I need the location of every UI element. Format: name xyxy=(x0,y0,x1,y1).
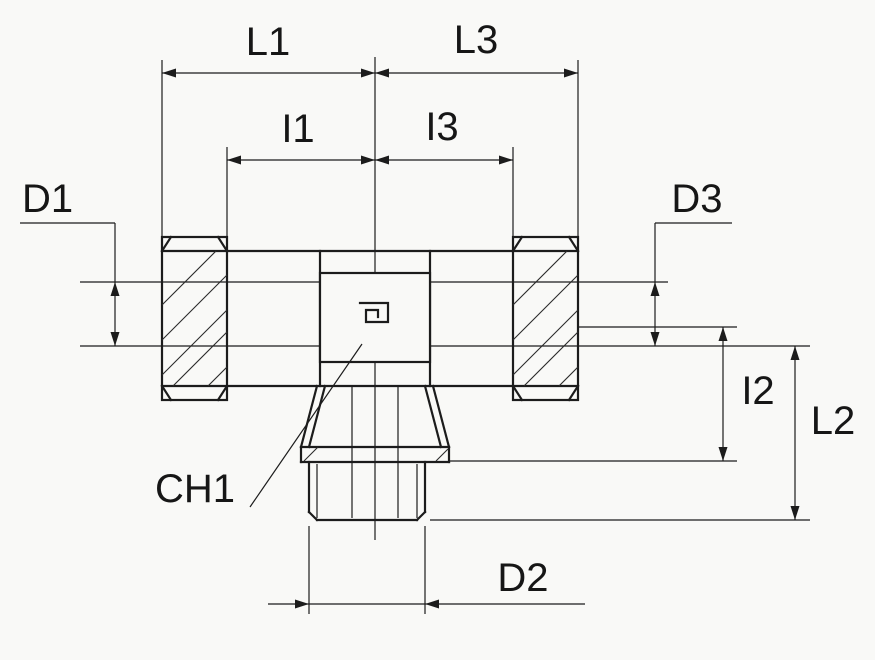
tube-body xyxy=(162,249,578,388)
dimension-d1: D1 xyxy=(20,177,162,347)
retaining-clip-symbol xyxy=(358,301,390,324)
dimension-l1-l3: L1 L3 xyxy=(161,18,579,237)
dim-label-l3: L3 xyxy=(454,18,499,62)
dimension-i2: I2 xyxy=(449,326,775,462)
dimension-l2: L2 xyxy=(430,346,856,521)
hatching-left-nut xyxy=(161,250,228,387)
dim-label-i1: I1 xyxy=(281,107,314,151)
dim-label-i3: I3 xyxy=(425,105,458,149)
dimension-ch1: CH1 xyxy=(155,343,363,511)
dim-label-l2: L2 xyxy=(811,399,856,443)
dim-label-l1: L1 xyxy=(246,20,291,64)
left-nut xyxy=(160,235,229,402)
dimension-d2: D2 xyxy=(268,526,585,614)
dim-label-d3: D3 xyxy=(671,177,722,221)
dimension-d3: D3 xyxy=(578,177,732,346)
fitting-body xyxy=(160,235,580,522)
center-block xyxy=(318,249,432,388)
dim-label-ch1: CH1 xyxy=(155,467,235,511)
right-nut xyxy=(511,235,580,402)
dim-label-i2: I2 xyxy=(741,369,774,413)
bottom-leg xyxy=(299,384,451,522)
hatching-right-nut xyxy=(512,250,579,387)
dim-label-d2: D2 xyxy=(497,556,548,600)
hatching-collar xyxy=(303,446,449,462)
dim-label-d1: D1 xyxy=(22,177,73,221)
dimension-i1-i3: I1 I3 xyxy=(226,105,514,237)
